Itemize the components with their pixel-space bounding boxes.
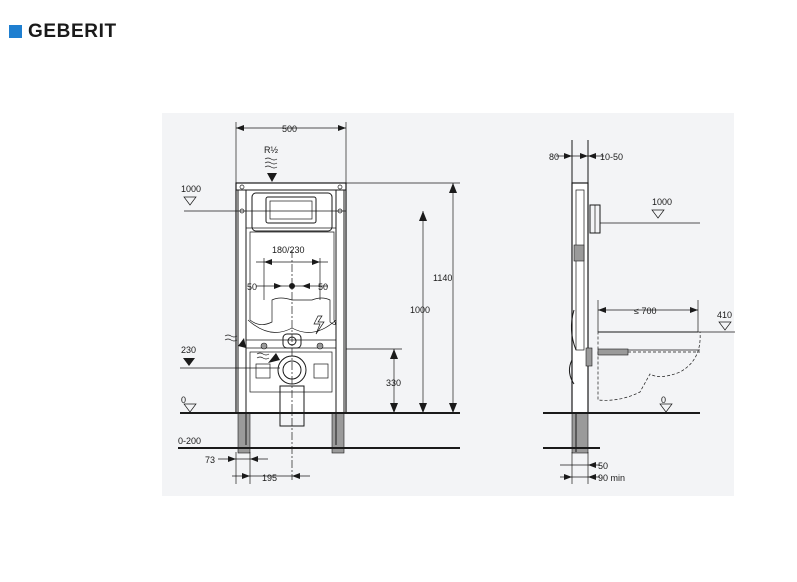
front-view: 500 R½ 1000 180/230 50 50 (178, 122, 460, 484)
dim-330: 330 (386, 378, 401, 388)
level-0-side: 0 (661, 395, 666, 405)
level-1000-left: 1000 (181, 184, 201, 194)
electric-icon (313, 315, 325, 335)
dim-1140: 1140 (433, 273, 452, 283)
level-marker-icon (183, 196, 197, 206)
cistern (251, 192, 333, 232)
dim-10-50: 10-50 (600, 152, 623, 162)
offset-right-50: 50 (318, 282, 328, 292)
level-230: 230 (181, 345, 196, 355)
frame-side (571, 182, 589, 414)
offset-left-50: 50 (247, 282, 257, 292)
level-410: 410 (717, 310, 732, 320)
water-supply-icon-left (224, 334, 246, 348)
toilet-bowl (597, 331, 701, 401)
dim-width-500: 500 (282, 124, 297, 134)
level-0-front: 0 (181, 395, 186, 405)
water-supply-icon-lower (256, 352, 280, 363)
brand-name: GEBERIT (28, 21, 117, 42)
dim-1000: 1000 (410, 305, 430, 315)
dim-le-700: ≤ 700 (634, 306, 656, 316)
floor-range: 0-200 (178, 436, 201, 446)
level-1000-side: 1000 (652, 197, 672, 207)
dim-73: 73 (205, 455, 215, 465)
dim-195: 195 (262, 473, 277, 483)
brand-logo: GEBERIT (9, 22, 117, 41)
dim-80: 80 (549, 152, 559, 162)
dim-180-230: 180/230 (272, 245, 305, 255)
dim-90-min: 90 min (598, 473, 625, 483)
side-view: 80 10-50 1000 ≤ 700 410 0 50 90 min (543, 140, 735, 484)
water-supply-icon (264, 157, 278, 182)
label-r-half: R½ (264, 145, 278, 155)
logo-square-icon (9, 25, 22, 38)
dim-50-side: 50 (598, 461, 608, 471)
